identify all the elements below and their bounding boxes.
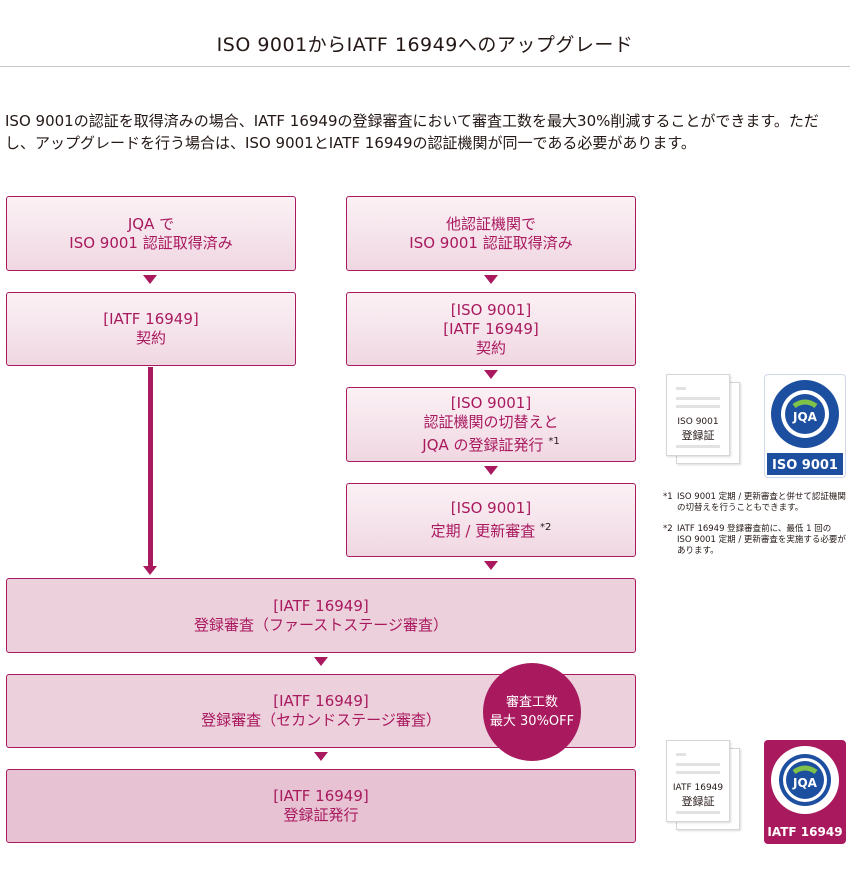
arrow-down-icon (314, 657, 328, 666)
footnote-text: IATF 16949 登録審査前に、最低 1 回の ISO 9001 定期 / … (677, 524, 846, 556)
box-transfer-certificate: [ISO 9001] 認証機関の切替えと JQA の登録証発行 *1 (346, 387, 636, 462)
logo-standard-text: IATF 16949 (767, 825, 842, 839)
box-line: [IATF 16949] (273, 692, 369, 710)
arrow-down-icon (484, 275, 498, 284)
box-left-iatf-contract: [IATF 16949] 契約 (6, 292, 296, 366)
footnote-mark: *2 (540, 522, 552, 533)
box-line: [IATF 16949] (273, 787, 369, 805)
arrow-down-icon (484, 466, 498, 475)
doc-label: 登録証 (681, 429, 715, 442)
box-line: 他認証機関で (445, 214, 536, 233)
arrow-down-icon (484, 561, 498, 570)
footnote-2: *2 IATF 16949 登録審査前に、最低 1 回の ISO 9001 定期… (663, 524, 848, 557)
box-right-contract: [ISO 9001] [IATF 16949] 契約 (346, 292, 636, 366)
title-divider (0, 66, 850, 67)
logo-standard-text: ISO 9001 (772, 458, 838, 473)
certificate-doc-icon: IATF 16949 登録証 (666, 740, 730, 822)
box-line: [IATF 16949] (443, 319, 539, 338)
box-periodic-audit: [ISO 9001] 定期 / 更新審査 *2 (346, 483, 636, 557)
box-line: JQA の登録証発行 (422, 436, 544, 454)
box-line: JQA で (127, 214, 175, 233)
box-line: [ISO 9001] (450, 394, 532, 412)
footnote-mark: *2 (663, 524, 673, 534)
box-line: 定期 / 更新審査 (430, 522, 536, 540)
arrow-down-icon (484, 370, 498, 379)
doc-label: 登録証 (681, 795, 715, 808)
box-line-with-mark: JQA の登録証発行 *1 (422, 432, 559, 455)
arrow-down-icon (314, 752, 328, 761)
box-line: 登録審査（セカンドステージ審査） (201, 711, 441, 729)
box-line: [ISO 9001] (450, 499, 532, 517)
doc-label: IATF 16949 (672, 783, 724, 793)
box-line: ISO 9001 認証取得済み (69, 233, 233, 252)
box-line: 契約 (475, 338, 506, 357)
jqa-iso-9001-logo: JQA ISO 9001 (764, 374, 846, 478)
jqa-iatf-16949-logo: JQA IATF 16949 (764, 740, 846, 844)
box-certificate-issue: [IATF 16949] 登録証発行 (6, 769, 636, 843)
box-line: [IATF 16949] (103, 310, 199, 328)
reduction-badge: 審査工数 最大 30%OFF (483, 663, 581, 761)
box-line: 登録審査（ファーストステージ審査） (194, 615, 448, 634)
long-arrow-stem (148, 367, 153, 566)
jqa-brand-text: JQA (792, 410, 818, 424)
footnote-text: ISO 9001 定期 / 更新審査と併せて認証機関の切替えを行うこともできます… (677, 492, 846, 513)
box-line: [IATF 16949] (273, 596, 369, 615)
footnote-1: *1 ISO 9001 定期 / 更新審査と併せて認証機関の切替えを行うこともで… (663, 492, 848, 514)
arrow-down-icon (143, 275, 157, 284)
footnote-mark: *1 (548, 436, 560, 447)
jqa-seal-icon: JQA IATF 16949 (767, 746, 843, 839)
arrow-down-icon (143, 566, 157, 575)
badge-line: 審査工数 (505, 695, 558, 710)
jqa-brand-text: JQA (792, 776, 818, 790)
box-line: 認証機関の切替えと (423, 413, 559, 431)
box-jqa-iso-certified: JQA で ISO 9001 認証取得済み (6, 196, 296, 271)
box-first-stage-audit: [IATF 16949] 登録審査（ファーストステージ審査） (6, 578, 636, 653)
badge-line: 最大 30%OFF (489, 714, 575, 729)
box-line: 登録証発行 (283, 806, 359, 824)
box-other-body-iso-certified: 他認証機関で ISO 9001 認証取得済み (346, 196, 636, 271)
footnotes: *1 ISO 9001 定期 / 更新審査と併せて認証機関の切替えを行うこともで… (663, 492, 848, 567)
jqa-seal-icon: JQA ISO 9001 (767, 380, 843, 475)
box-line: [ISO 9001] (450, 300, 532, 319)
box-line-with-mark: 定期 / 更新審査 *2 (431, 518, 552, 541)
box-line: 契約 (135, 329, 166, 347)
certificate-doc-icon: ISO 9001 登録証 (666, 374, 730, 456)
footnote-mark: *1 (663, 492, 673, 502)
intro-text: ISO 9001の認証を取得済みの場合、IATF 16949の登録審査において審… (5, 112, 819, 152)
doc-label: ISO 9001 (677, 417, 719, 427)
page-title: ISO 9001からIATF 16949へのアップグレード (216, 34, 634, 56)
box-line: ISO 9001 認証取得済み (409, 233, 573, 252)
